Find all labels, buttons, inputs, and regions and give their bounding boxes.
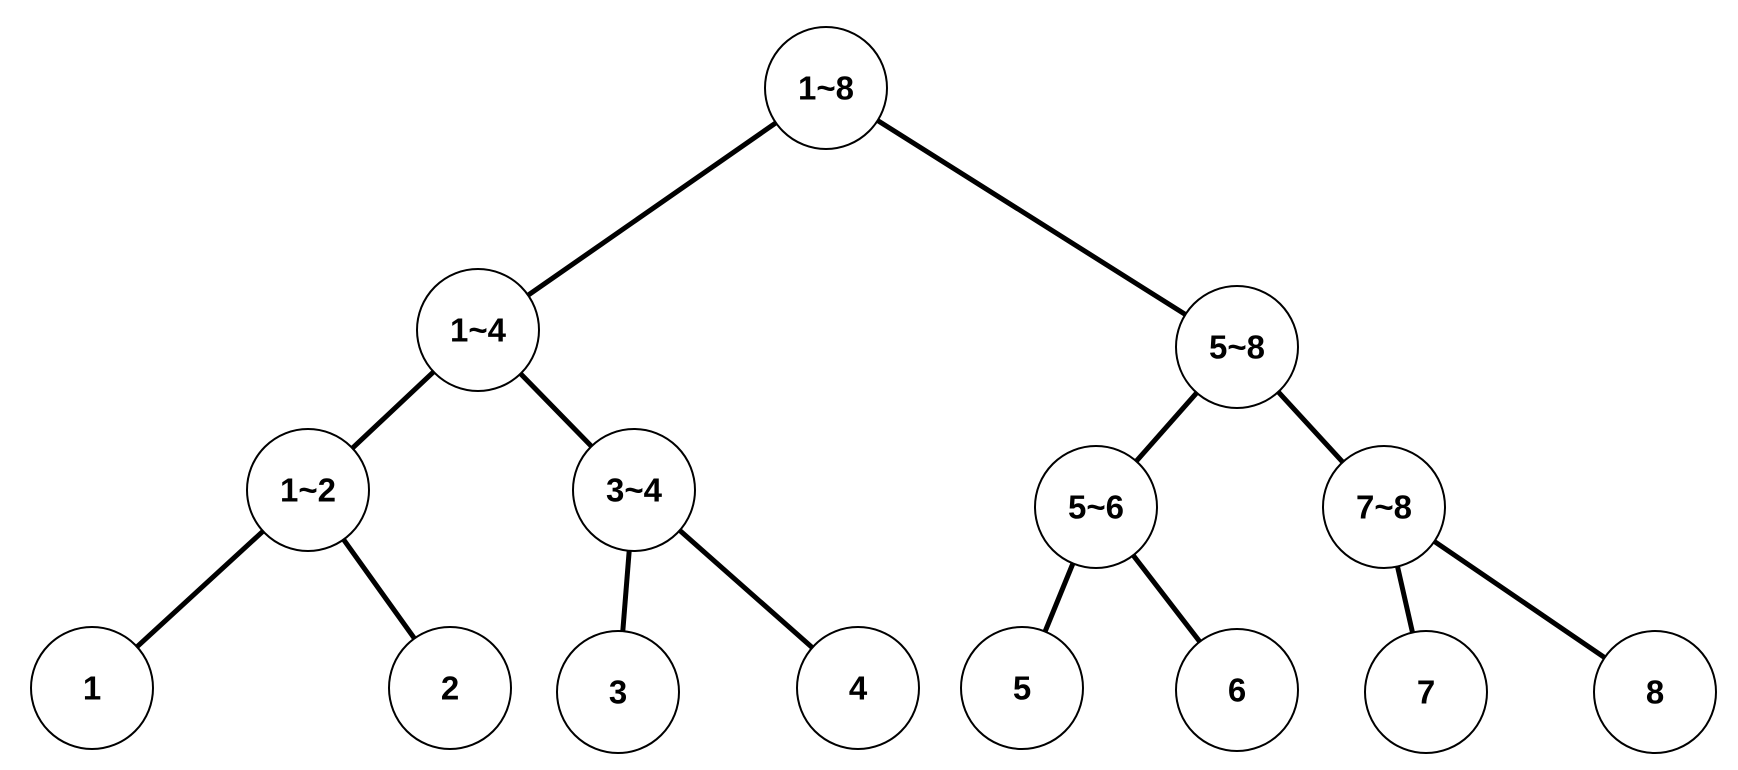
tree-node-2: 2 (388, 626, 512, 750)
node-circle (1593, 630, 1717, 754)
edge-n-7-8-to-n-7 (1395, 565, 1415, 634)
node-label: 5 (1013, 670, 1031, 707)
tree-node-8: 8 (1593, 630, 1717, 754)
edge-n-1-2-to-n-1 (135, 529, 265, 649)
edge-n-1-4-to-n-3-4 (518, 371, 594, 449)
node-circle (1175, 285, 1299, 409)
node-label: 2 (441, 670, 459, 707)
edge-n-7-8-to-n-8 (1432, 539, 1607, 660)
tree-node-4: 4 (796, 626, 920, 750)
tree-node-1-8: 1~8 (764, 26, 888, 150)
tree-node-5: 5 (960, 626, 1084, 750)
node-label: 1~2 (280, 472, 336, 509)
edge-n-5-6-to-n-5 (1042, 562, 1076, 633)
node-label: 1~4 (450, 312, 507, 349)
node-circle (1322, 445, 1446, 569)
edge-n-1-2-to-n-2 (341, 538, 417, 640)
tree-node-7-8: 7~8 (1322, 445, 1446, 569)
node-circle (572, 428, 696, 552)
node-label: 5~6 (1068, 489, 1124, 526)
tree-node-1-2: 1~2 (246, 428, 370, 552)
node-label: 4 (849, 670, 868, 707)
edges-layer (135, 118, 1607, 660)
node-label: 8 (1646, 674, 1664, 711)
node-circle (796, 626, 920, 750)
tree-node-3-4: 3~4 (572, 428, 696, 552)
node-label: 3~4 (606, 472, 663, 509)
node-circle (30, 626, 154, 750)
node-circle (764, 26, 888, 150)
edge-n-5-6-to-n-6 (1131, 553, 1202, 644)
tree-node-6: 6 (1175, 628, 1299, 752)
node-label: 7~8 (1356, 489, 1412, 526)
node-label: 6 (1228, 672, 1246, 709)
edge-n-1-8-to-n-1-4 (526, 120, 778, 298)
tree-node-7: 7 (1364, 630, 1488, 754)
node-label: 1~8 (798, 70, 854, 107)
tree-node-1: 1 (30, 626, 154, 750)
tree-node-1-4: 1~4 (416, 268, 540, 392)
node-circle (960, 626, 1084, 750)
tree-node-3: 3 (556, 630, 680, 754)
tree-node-5-6: 5~6 (1034, 445, 1158, 569)
edge-n-5-8-to-n-7-8 (1276, 390, 1345, 464)
node-label: 1 (83, 670, 101, 707)
nodes-layer: 1~8 1~4 1~2 1 2 3~4 3 4 5~8 5~6 5 6 7~8 7 8 (30, 26, 1717, 754)
edge-n-1-4-to-n-1-2 (350, 369, 436, 451)
node-label: 3 (609, 674, 627, 711)
node-circle (416, 268, 540, 392)
node-circle (246, 428, 370, 552)
node-circle (1364, 630, 1488, 754)
node-circle (556, 630, 680, 754)
edge-n-1-8-to-n-5-8 (876, 118, 1187, 317)
node-label: 5~8 (1209, 329, 1265, 366)
edge-n-3-4-to-n-3 (620, 550, 632, 632)
node-circle (388, 626, 512, 750)
node-circle (1175, 628, 1299, 752)
edge-n-5-8-to-n-5-6 (1134, 391, 1199, 463)
node-label: 7 (1417, 674, 1435, 711)
edge-n-3-4-to-n-4 (678, 528, 814, 650)
tree-node-5-8: 5~8 (1175, 285, 1299, 409)
node-circle (1034, 445, 1158, 569)
